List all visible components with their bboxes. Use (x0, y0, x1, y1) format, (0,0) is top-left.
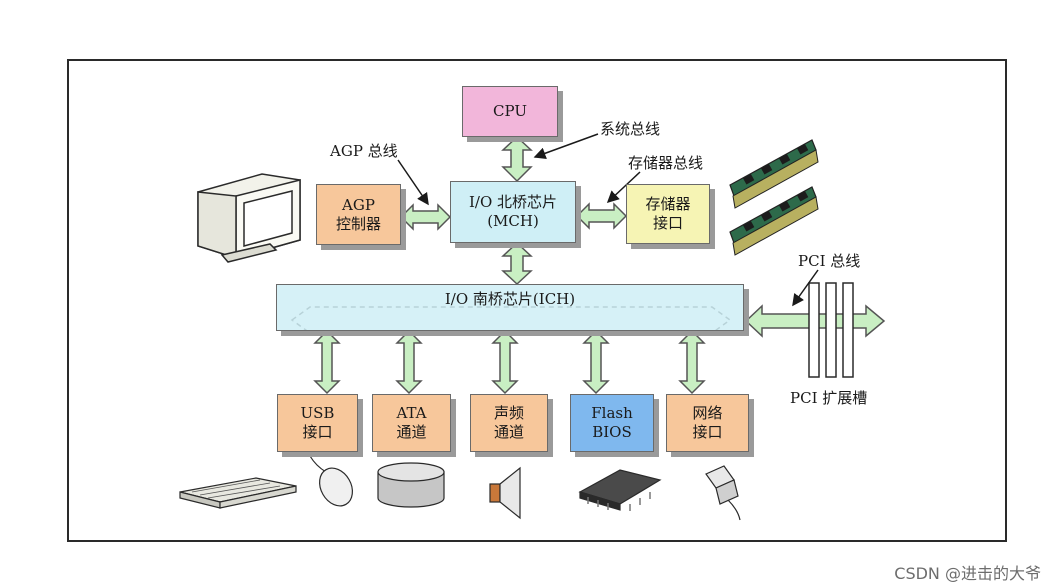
northbridge-southbridge-arrow (501, 241, 533, 286)
agp-controller-line1: AGP (342, 195, 375, 214)
agp-controller-box: AGP 控制器 (316, 184, 401, 245)
pci-slots-icon (808, 282, 854, 378)
memory-interface-line1: 存储器 (645, 195, 691, 214)
audio-channel-line1: 声频 (493, 404, 524, 423)
agp-bus-label: AGP 总线 (330, 142, 398, 160)
south-bridge-label: I/O 南桥芯片(ICH) (444, 290, 576, 308)
flash-bios-box: Flash BIOS (570, 394, 654, 452)
audio-channel-box: 声频 通道 (470, 394, 548, 452)
north-bridge-line2: (MCH) (487, 212, 539, 230)
agp-controller-line2: 控制器 (335, 214, 381, 233)
monitor-icon (197, 173, 301, 263)
usb-interface-box: USB 接口 (277, 394, 358, 452)
flash-bios-line1: Flash (591, 404, 633, 423)
audio-channel-line2: 通道 (493, 423, 524, 441)
network-jack-icon (705, 465, 741, 521)
memory-interface-line2: 接口 (652, 214, 683, 232)
bios-chip-icon (578, 469, 662, 511)
network-interface-line1: 网络 (692, 404, 723, 423)
usb-interface-line2: 接口 (302, 423, 333, 441)
ata-channel-box: ATA 通道 (372, 394, 451, 452)
usb-interface-line1: USB (300, 404, 335, 423)
cpu-box: CPU (462, 86, 558, 137)
system-bus-label: 系统总线 (600, 120, 661, 138)
north-bridge-box: I/O 北桥芯片 (MCH) (450, 181, 576, 243)
pci-slots-label: PCI 扩展槽 (790, 389, 868, 407)
disk-drive-icon (377, 462, 445, 508)
southbridge-peripheral-arrows (313, 329, 706, 395)
ata-channel-line2: 通道 (396, 423, 427, 441)
north-bridge-line1: I/O 北桥芯片 (468, 193, 558, 212)
south-bridge-box: I/O 南桥芯片(ICH) (276, 284, 744, 331)
flash-bios-line2: BIOS (592, 423, 632, 441)
pci-bus-label: PCI 总线 (798, 252, 861, 270)
keyboard-icon (179, 477, 297, 509)
watermark: CSDN @进击的大爷 (894, 564, 1041, 583)
cpu-northbridge-arrow (501, 135, 533, 183)
network-interface-line2: 接口 (692, 423, 723, 441)
network-interface-box: 网络 接口 (666, 394, 749, 452)
cpu-label: CPU (493, 102, 527, 121)
mouse-icon (309, 455, 353, 507)
ata-channel-line1: ATA (396, 404, 427, 423)
bus-label-pointers (397, 133, 819, 307)
memory-module-icon (729, 139, 819, 256)
speaker-icon (489, 466, 521, 520)
memory-bus-label: 存储器总线 (628, 154, 704, 172)
northbridge-memory-arrow (575, 202, 628, 230)
memory-interface-box: 存储器 接口 (626, 184, 710, 244)
agp-northbridge-arrow (399, 203, 452, 231)
